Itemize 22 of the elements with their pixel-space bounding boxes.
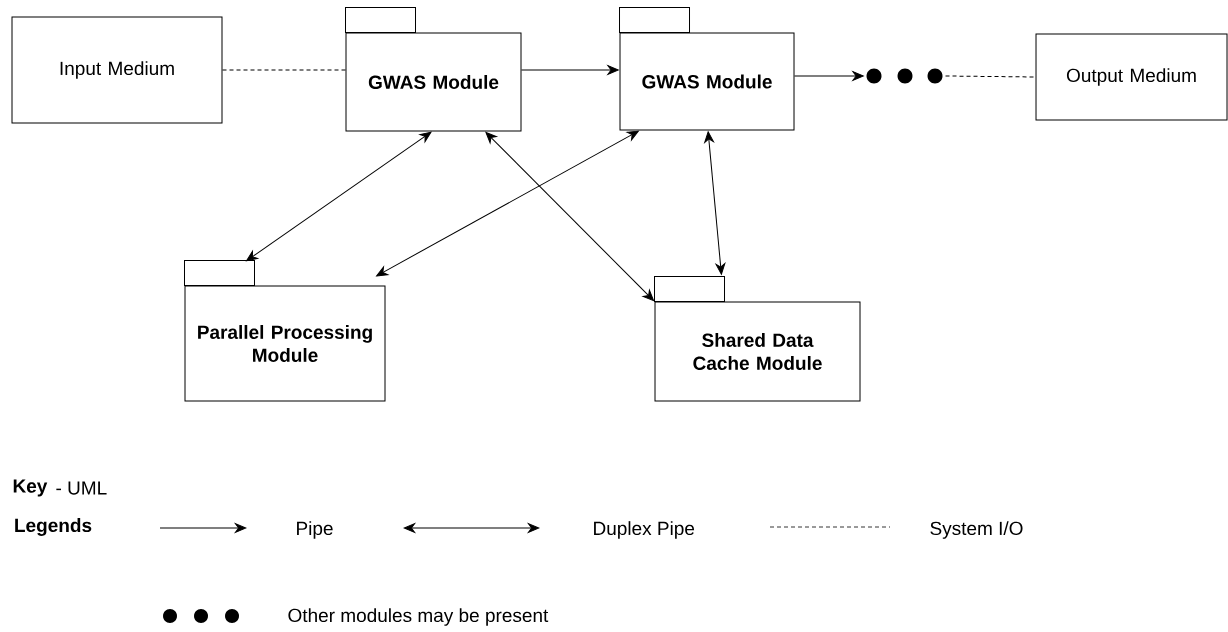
connector-line	[222, 69, 346, 71]
legend-text: Pipe	[297, 521, 333, 539]
legend-heading: Legends	[15, 518, 92, 536]
package-box: Parallel Processing Module	[184, 260, 386, 402]
arrow	[521, 65, 619, 75]
ellipsis-dots	[866, 68, 943, 84]
medium-box: Output Medium	[1035, 33, 1228, 121]
key-heading: Key	[13, 479, 48, 497]
arrow	[794, 71, 864, 81]
connector-line	[945, 75, 1036, 78]
package-box: GWAS Module	[345, 7, 522, 132]
arrow	[485, 131, 655, 302]
arrow	[376, 130, 639, 277]
medium-box: Input Medium	[11, 16, 223, 124]
package-box: Shared Data Cache Module	[654, 276, 861, 402]
legend-text: System I/O	[930, 521, 1023, 539]
package-box: GWAS Module	[619, 7, 795, 131]
legend-text: Other modules may be present	[288, 608, 549, 626]
arrow	[704, 131, 726, 275]
legend-text: Duplex Pipe	[594, 521, 695, 539]
key-note: - UML	[56, 481, 107, 495]
arrow	[246, 131, 432, 262]
